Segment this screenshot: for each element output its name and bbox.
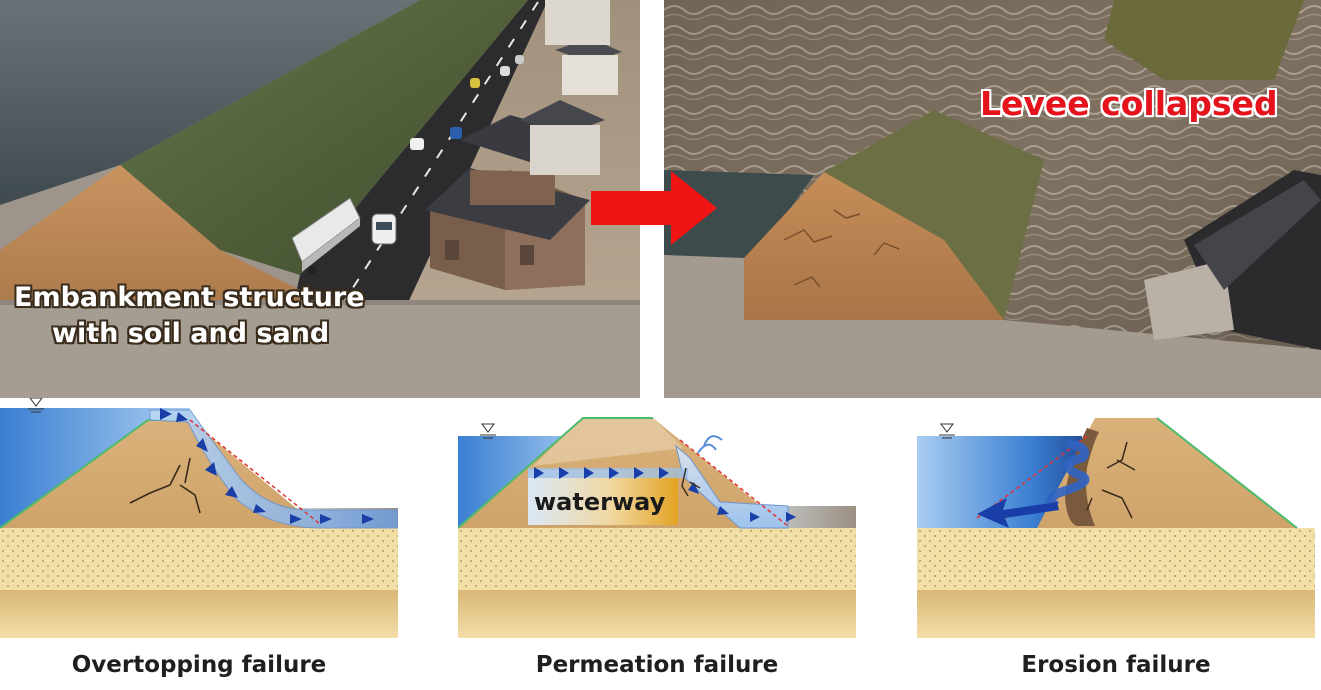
water-level-icon [939,423,955,439]
house [520,100,605,175]
overtopping-diagram [0,398,398,638]
car [371,213,397,245]
flow-arrow-icon [977,498,1059,528]
deep-soil-layer [0,590,398,638]
erosion-caption: Erosion failure [1021,652,1211,678]
sand-layer [0,528,398,590]
collapsed-levee-scene [664,0,1321,398]
house [425,115,600,290]
levee-soil-section [0,165,300,320]
deep-soil-layer [917,590,1315,638]
erosion-diagram [917,398,1315,638]
collapsed-levee-illustration: Levee collapsed [664,0,1321,398]
levee-collapsed-caption: Levee collapsed [980,84,1278,123]
house [545,0,622,95]
overtopping-illustration [0,398,398,638]
permeation-caption: Permeation failure [535,652,779,678]
levee-body [1037,418,1297,528]
intact-levee-illustration: Embankment structure with soil and sand [0,0,640,398]
transition-arrow-icon [591,171,717,245]
damaged-house [1144,170,1321,350]
embankment-caption-line2: with soil and sand [52,318,330,349]
water-level-icon [480,423,496,439]
intact-levee-scene [0,0,640,398]
river-water [664,170,814,260]
waterway-path [528,470,678,525]
embankment-caption-line1: Embankment structure [14,282,365,313]
sand-layer [458,528,856,590]
erosion-illustration [917,417,1315,638]
remaining-levee [1104,0,1304,80]
seepage-water [675,444,789,529]
deep-soil-layer [458,590,856,638]
levee-soil-section [744,172,1004,320]
spray-icon [697,435,723,454]
truck [291,197,361,274]
overtopping-caption: Overtopping failure [71,652,327,678]
waterway-label: waterway [534,488,666,516]
flow-arrow-icon [160,408,374,524]
flow-arrow-icon [534,467,796,522]
permeation-diagram: waterway [458,398,856,638]
permeation-illustration [458,417,856,638]
gravel-ground [664,255,1321,398]
levee-grass-slope [120,0,528,275]
sand-layer [917,528,1315,590]
river-water [0,0,420,205]
water-level-icon [28,398,44,413]
road [290,0,548,320]
levee-grass-slope [824,110,1044,320]
gravel-ground [0,300,640,398]
vortex-flow-icon [1047,438,1090,510]
